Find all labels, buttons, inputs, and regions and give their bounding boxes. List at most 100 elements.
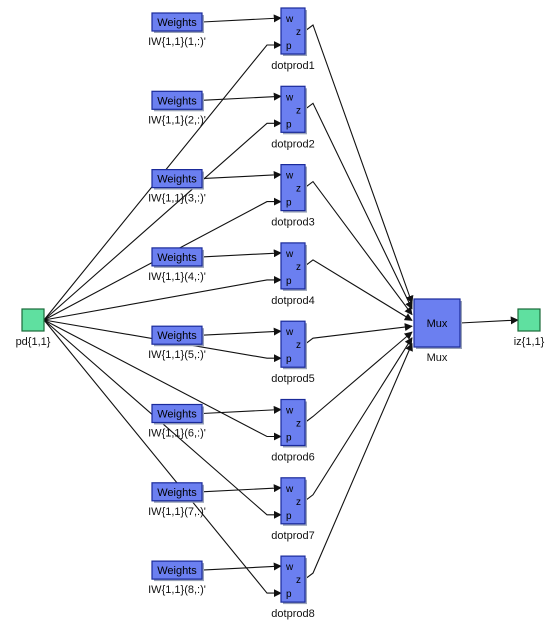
dotprod-block-label: dotprod4	[271, 295, 314, 307]
dotprod-port-z: z	[296, 105, 301, 116]
blocks-layer: pd{1,1}iz{1,1}WeightsIW{1,1}(1,:)'wpzdot…	[16, 7, 545, 620]
weights-block-label: IW{1,1}(2,:)'	[148, 114, 206, 126]
dotprod-block-4[interactable]	[280, 242, 306, 290]
weights-block-text: Weights	[157, 487, 197, 499]
dotprod-port-z: z	[296, 340, 301, 351]
weights-block-label: IW{1,1}(7,:)'	[148, 506, 206, 518]
dotprod-block-label: dotprod2	[271, 138, 314, 150]
weights-block-6[interactable]	[151, 403, 203, 424]
dotprod-port-p: p	[286, 354, 292, 365]
wire-weights-to-dotprod	[201, 92, 282, 101]
weights-block-label: IW{1,1}(4,:)'	[148, 271, 206, 283]
dotprod-port-z: z	[296, 184, 301, 195]
weights-block-4[interactable]	[151, 247, 203, 267]
dotprod-port-p: p	[286, 511, 292, 522]
weights-block-label: IW{1,1}(1,:)'	[148, 36, 206, 48]
dotprod-port-w: w	[285, 406, 294, 417]
dotprod-port-w: w	[285, 14, 294, 25]
weights-block-text: Weights	[157, 330, 197, 342]
weights-block-2[interactable]	[151, 90, 203, 110]
wire-input-to-dotprod	[43, 319, 282, 519]
wire-mux-to-output	[459, 316, 519, 325]
dotprod-block-8[interactable]	[280, 555, 306, 603]
output-port-label: iz{1,1}	[514, 336, 545, 348]
dotprod-port-w: w	[285, 171, 294, 182]
wire-dotprod-to-mux	[304, 180, 413, 316]
wire-dotprod-to-mux	[304, 323, 413, 345]
wire-weights-to-dotprod	[201, 249, 282, 258]
weights-block-text: Weights	[157, 409, 197, 421]
weights-block-text: Weights	[157, 95, 197, 107]
wire-dotprod-to-mux	[304, 24, 414, 304]
dotprod-port-p: p	[286, 589, 292, 600]
dotprod-block-label: dotprod6	[271, 452, 314, 464]
wire-weights-to-dotprod	[201, 405, 282, 415]
dotprod-port-p: p	[286, 433, 292, 444]
weights-block-5[interactable]	[151, 325, 203, 345]
dotprod-port-w: w	[285, 327, 294, 338]
weights-block-7[interactable]	[151, 482, 203, 502]
dotprod-block-label: dotprod5	[271, 373, 314, 385]
dotprod-block-2[interactable]	[280, 85, 306, 133]
wire-dotprod-to-mux	[304, 331, 413, 423]
weights-block-label: IW{1,1}(6,:)'	[148, 428, 206, 440]
dotprod-port-p: p	[286, 276, 292, 287]
wire-dotprod-to-mux	[304, 337, 413, 502]
wire-input-to-dotprod	[43, 319, 282, 441]
mux-block[interactable]	[413, 298, 461, 348]
weights-block-3[interactable]	[151, 169, 203, 189]
mux-block-text: Mux	[427, 318, 448, 330]
mux-block-label: Mux	[427, 352, 448, 364]
weights-block-text: Weights	[157, 17, 197, 29]
dotprod-port-w: w	[285, 92, 294, 103]
weights-block-1[interactable]	[151, 12, 203, 32]
dotprod-block-3[interactable]	[280, 164, 306, 212]
wire-input-to-dotprod	[43, 319, 282, 598]
weights-block-label: IW{1,1}(3,:)'	[148, 193, 206, 205]
wire-input-to-dotprod	[43, 197, 282, 321]
dotprod-port-z: z	[296, 27, 301, 38]
wire-dotprod-to-mux	[304, 259, 413, 321]
dotprod-block-label: dotprod3	[271, 217, 314, 229]
wire-weights-to-dotprod	[201, 14, 282, 23]
dotprod-port-z: z	[296, 262, 301, 273]
wire-weights-to-dotprod	[201, 484, 282, 493]
input-port-pd[interactable]	[21, 308, 45, 332]
dotprod-block-5[interactable]	[280, 320, 306, 368]
dotprod-port-w: w	[285, 249, 294, 260]
weights-block-label: IW{1,1}(8,:)'	[148, 584, 206, 596]
weights-block-text: Weights	[157, 174, 197, 186]
dotprod-port-p: p	[286, 198, 292, 209]
dotprod-port-z: z	[296, 497, 301, 508]
weights-block-text: Weights	[157, 252, 197, 264]
dotprod-block-1[interactable]	[280, 7, 306, 55]
signal-lines	[43, 14, 519, 598]
weights-block-8[interactable]	[151, 560, 203, 580]
wire-input-to-dotprod	[43, 119, 282, 321]
dotprod-block-6[interactable]	[280, 398, 306, 447]
weights-block-label: IW{1,1}(5,:)'	[148, 349, 206, 361]
output-port-iz[interactable]	[517, 308, 541, 332]
wire-weights-to-dotprod	[201, 170, 282, 180]
wire-input-to-dotprod	[43, 41, 282, 321]
dotprod-port-w: w	[285, 562, 294, 573]
dotprod-port-w: w	[285, 484, 294, 495]
wire-dotprod-to-mux	[304, 342, 413, 580]
dotprod-block-label: dotprod1	[271, 60, 314, 72]
input-port-label: pd{1,1}	[16, 336, 51, 348]
dotprod-block-label: dotprod7	[271, 530, 314, 542]
wire-weights-to-dotprod	[201, 562, 282, 571]
weights-block-text: Weights	[157, 565, 197, 577]
dotprod-port-p: p	[286, 119, 292, 130]
dotprod-port-z: z	[296, 419, 301, 430]
wire-dotprod-to-mux	[304, 102, 413, 310]
wire-input-to-dotprod	[43, 275, 282, 321]
dotprod-block-label: dotprod8	[271, 608, 314, 620]
dotprod-port-p: p	[286, 41, 292, 52]
wire-weights-to-dotprod	[201, 327, 282, 336]
wire-input-to-dotprod	[43, 319, 282, 363]
dotprod-port-z: z	[296, 575, 301, 586]
dotprod-block-7[interactable]	[280, 477, 306, 525]
